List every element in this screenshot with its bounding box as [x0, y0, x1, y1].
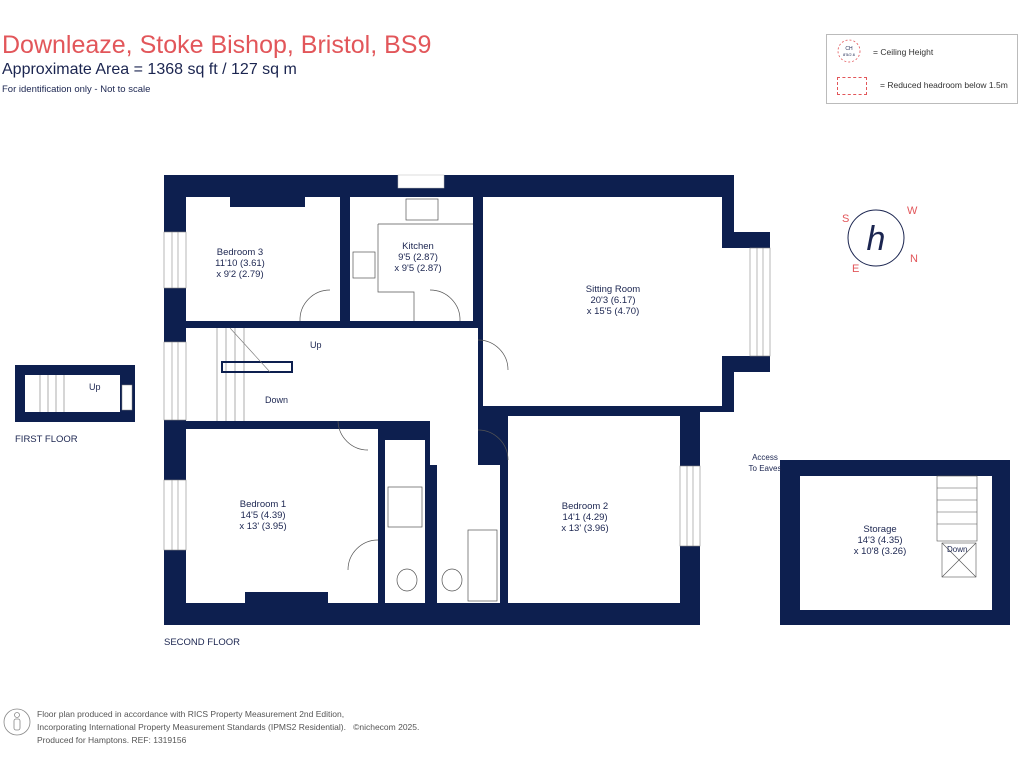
- sitting-room-floor: [483, 197, 722, 406]
- svg-text:Storage: Storage: [863, 524, 896, 535]
- second-floor-label: SECOND FLOOR: [164, 637, 241, 648]
- shower-tray-icon: [387, 486, 423, 528]
- property-title: Downleaze, Stoke Bishop, Bristol, BS9: [2, 31, 432, 59]
- svg-text:8'5/2.6: 8'5/2.6: [843, 52, 856, 57]
- room-label-bedroom-1: Bedroom 114'5 (4.39)x 13' (3.95): [239, 499, 286, 532]
- svg-text:x 13' (3.95): x 13' (3.95): [239, 521, 286, 532]
- svg-text:14'5 (4.39): 14'5 (4.39): [240, 510, 285, 521]
- hob-icon: [352, 251, 376, 279]
- svg-text:Sitting Room: Sitting Room: [586, 284, 640, 295]
- svg-text:h: h: [867, 220, 886, 258]
- staircase: [216, 327, 293, 421]
- svg-text:x 15'5 (4.70): x 15'5 (4.70): [587, 306, 640, 317]
- shower-room-floor: [385, 440, 425, 603]
- bathroom-floor: [437, 465, 500, 603]
- first-floor-stair-up-label: Up: [89, 382, 101, 392]
- reduced-headroom-icon: [837, 77, 867, 95]
- corridor-floor: [430, 421, 478, 465]
- approximate-area: Approximate Area = 1368 sq ft / 127 sq m: [2, 61, 297, 78]
- svg-text:Bedroom 2: Bedroom 2: [562, 501, 608, 512]
- chimney: [397, 174, 445, 189]
- svg-text:x 9'5 (2.87): x 9'5 (2.87): [394, 263, 441, 274]
- svg-text:9'5 (2.87): 9'5 (2.87): [398, 252, 438, 263]
- bath-icon: [467, 529, 498, 602]
- svg-text:x 9'2 (2.79): x 9'2 (2.79): [216, 269, 263, 280]
- reduced-headroom-label: = Reduced headroom below 1.5m: [880, 80, 1008, 90]
- access-to-eaves-label: Access: [752, 453, 778, 462]
- room-label-bedroom-2: Bedroom 214'1 (4.29)x 13' (3.96): [561, 501, 608, 534]
- loft-hatch: [941, 542, 977, 578]
- ceiling-height-label: = Ceiling Height: [873, 47, 934, 57]
- svg-text:20'3 (6.17): 20'3 (6.17): [590, 295, 635, 306]
- windows: [163, 231, 771, 551]
- ceiling-height-icon: CH 8'5/2.6: [837, 39, 861, 63]
- sink-icon: [405, 198, 439, 221]
- stair-up-label: Up: [310, 340, 322, 350]
- hallway-floor: [186, 328, 478, 421]
- compass-east: E: [852, 263, 859, 275]
- copyright: ©nichecom 2025.: [353, 722, 420, 732]
- svg-text:x 13' (3.96): x 13' (3.96): [561, 523, 608, 534]
- compass-south: S: [842, 213, 849, 225]
- svg-text:14'1 (4.29): 14'1 (4.29): [562, 512, 607, 523]
- storage-down-label: Down: [947, 545, 967, 554]
- svg-text:Bedroom 3: Bedroom 3: [217, 247, 263, 258]
- svg-text:x 10'8 (3.26): x 10'8 (3.26): [854, 546, 907, 557]
- compass-logo: h S W N E: [842, 205, 918, 275]
- compass-west: W: [907, 205, 918, 217]
- bay-window: [722, 248, 750, 356]
- bedroom-1-floor: [186, 429, 378, 603]
- person-icon: [3, 708, 31, 736]
- toilet-icon: [441, 568, 463, 592]
- footer-notes: Floor plan produced in accordance with R…: [37, 709, 420, 745]
- legend: CH 8'5/2.6 = Ceiling Height = Reduced he…: [826, 34, 1018, 104]
- svg-text:Bedroom 1: Bedroom 1: [240, 499, 286, 510]
- fixtures: [299, 198, 509, 602]
- svg-text:To Eaves: To Eaves: [749, 464, 782, 473]
- bedroom-2-floor: [508, 416, 680, 603]
- svg-text:CH: CH: [845, 46, 853, 52]
- toilet-icon: [396, 568, 418, 592]
- disclaimer: For identification only - Not to scale: [2, 84, 151, 95]
- svg-text:Kitchen: Kitchen: [402, 241, 434, 252]
- bedroom-3-floor: [186, 197, 340, 321]
- svg-text:11'10 (3.61): 11'10 (3.61): [215, 258, 265, 269]
- first-floor-label: FIRST FLOOR: [15, 434, 78, 445]
- svg-text:14'3 (4.35): 14'3 (4.35): [857, 535, 902, 546]
- compass-north: N: [910, 253, 918, 265]
- room-label-bedroom-3: Bedroom 311'10 (3.61)x 9'2 (2.79): [215, 247, 265, 280]
- stair-down-label: Down: [265, 395, 288, 405]
